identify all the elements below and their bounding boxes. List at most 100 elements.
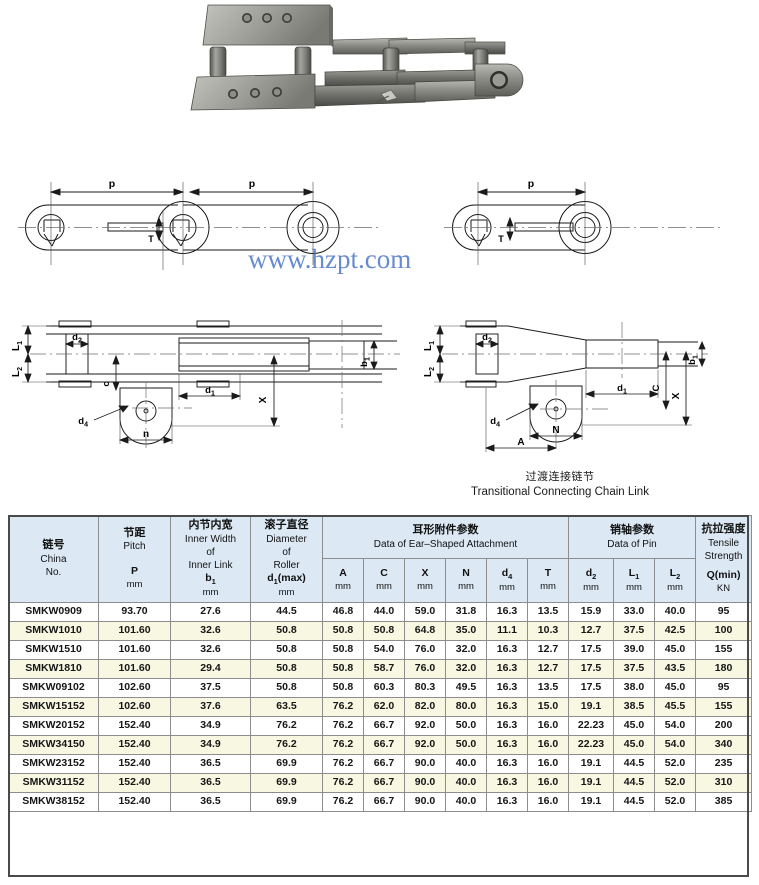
cell-X: 59.0 xyxy=(404,601,446,622)
header-pitch: 节距 Pitch P mm xyxy=(98,515,171,603)
cell-d2: 17.5 xyxy=(568,677,614,698)
cell-X: 76.0 xyxy=(404,639,446,660)
header-group-ear-attachment: 耳形附件参数 Data of Ear–Shaped Attachment xyxy=(322,514,569,560)
cell-T: 16.0 xyxy=(527,715,569,736)
header-sym-unit: mm xyxy=(376,581,392,593)
cell-P: 101.60 xyxy=(98,639,171,660)
cell-d2: 17.5 xyxy=(568,658,614,679)
drawing-caption-chinese: 过渡连接链节 xyxy=(525,471,595,483)
dim-label-L2-right: L2 xyxy=(423,367,436,377)
cell-b1: 29.4 xyxy=(170,658,251,679)
cell-N: 40.0 xyxy=(445,791,487,812)
cell-Q: 385 xyxy=(695,791,753,812)
cell-d4: 11.1 xyxy=(486,620,528,641)
cell-Q: 100 xyxy=(695,620,753,641)
cell-X: 76.0 xyxy=(404,658,446,679)
cell-b1: 34.9 xyxy=(170,734,251,755)
header-pitch-unit: mm xyxy=(126,579,143,591)
cell-P: 102.60 xyxy=(98,677,171,698)
cell-C: 62.0 xyxy=(363,696,405,717)
header-tensile-cn: 抗拉强度 xyxy=(701,523,746,536)
cell-N: 35.0 xyxy=(445,620,487,641)
cell-chain_no: SMKW31152 xyxy=(8,772,99,793)
cell-X: 92.0 xyxy=(404,734,446,755)
cell-d4: 16.3 xyxy=(486,601,528,622)
header-roller-dia-cn: 滚子直径 xyxy=(264,519,309,531)
cell-N: 50.0 xyxy=(445,734,487,755)
dim-label-b1-left: b1 xyxy=(359,357,372,367)
cell-d1max: 44.5 xyxy=(250,601,323,622)
cell-T: 16.0 xyxy=(527,753,569,774)
cell-d4: 16.3 xyxy=(486,753,528,774)
cell-T: 15.0 xyxy=(527,696,569,717)
cell-X: 80.3 xyxy=(404,677,446,698)
cell-chain_no: SMKW09102 xyxy=(8,677,99,698)
cell-d4: 16.3 xyxy=(486,639,528,660)
cell-L1: 38.0 xyxy=(613,677,655,698)
cell-A: 76.2 xyxy=(322,696,364,717)
header-sym-text: d4 xyxy=(501,566,513,581)
cell-chain_no: SMKW15152 xyxy=(8,696,99,717)
cell-T: 16.0 xyxy=(527,772,569,793)
cell-N: 31.8 xyxy=(445,601,487,622)
cell-P: 101.60 xyxy=(98,658,171,679)
dim-label-T-right: T xyxy=(498,234,504,244)
header-sym-unit: mm xyxy=(583,581,599,593)
header-roller-dia-en3: Roller xyxy=(273,559,300,571)
dim-label-c-left: c xyxy=(101,381,112,386)
dim-label-X-left: X xyxy=(258,396,269,403)
header-roller-dia-unit: mm xyxy=(278,587,295,599)
dim-label-b1-right: b1 xyxy=(687,355,700,365)
cell-d2: 19.1 xyxy=(568,696,614,717)
cell-C: 66.7 xyxy=(363,734,405,755)
header-inner-width-en1: Inner Width xyxy=(184,533,237,545)
dim-label-p-left: p xyxy=(109,178,115,190)
dim-label-n-left: n xyxy=(143,429,149,440)
cell-d2: 15.9 xyxy=(568,601,614,622)
header-ear-group-en: Data of Ear–Shaped Attachment xyxy=(373,538,518,550)
cell-chain_no: SMKW1810 xyxy=(8,658,99,679)
drawing-caption-english: Transitional Connecting Chain Link xyxy=(471,486,649,498)
cell-X: 90.0 xyxy=(404,753,446,774)
cell-P: 152.40 xyxy=(98,791,171,812)
cell-chain_no: SMKW1010 xyxy=(8,620,99,641)
header-roller-dia-sym: d1(max) xyxy=(267,572,306,587)
cell-N: 32.0 xyxy=(445,658,487,679)
dim-label-X-right: X xyxy=(671,392,682,399)
cell-b1: 34.9 xyxy=(170,715,251,736)
cell-L2: 45.5 xyxy=(653,696,697,717)
header-pitch-sym: P xyxy=(130,565,138,578)
cell-Q: 95 xyxy=(695,601,753,622)
dim-label-N-right: N xyxy=(552,425,559,436)
cell-P: 152.40 xyxy=(98,772,171,793)
cell-A: 50.8 xyxy=(322,658,364,679)
header-ear-group-cn: 耳形附件参数 xyxy=(412,524,479,537)
cell-T: 13.5 xyxy=(527,677,569,698)
cell-L2: 43.5 xyxy=(653,658,697,679)
cell-N: 40.0 xyxy=(445,753,487,774)
cell-chain_no: SMKW0909 xyxy=(8,601,99,622)
chain-spec-table: 链号 China No. 节距 Pitch P mm 内节内宽 Inner Wi… xyxy=(8,514,753,812)
cell-d1max: 50.8 xyxy=(250,620,323,641)
cell-Q: 235 xyxy=(695,753,753,774)
drawing-plan-view-transitional-link: L1 L2 d2 d1 xyxy=(408,308,758,463)
spec-table-wrapper: 链号 China No. 节距 Pitch P mm 内节内宽 Inner Wi… xyxy=(8,514,753,812)
cell-d4: 16.3 xyxy=(486,715,528,736)
header-tensile-strength: 抗拉强度 Tensile Strength Q(min) KN xyxy=(695,515,753,603)
cell-b1: 36.5 xyxy=(170,772,251,793)
cell-b1: 32.6 xyxy=(170,639,251,660)
dim-label-d4-left: d4 xyxy=(78,416,88,429)
cell-A: 76.2 xyxy=(322,715,364,736)
cell-X: 92.0 xyxy=(404,715,446,736)
